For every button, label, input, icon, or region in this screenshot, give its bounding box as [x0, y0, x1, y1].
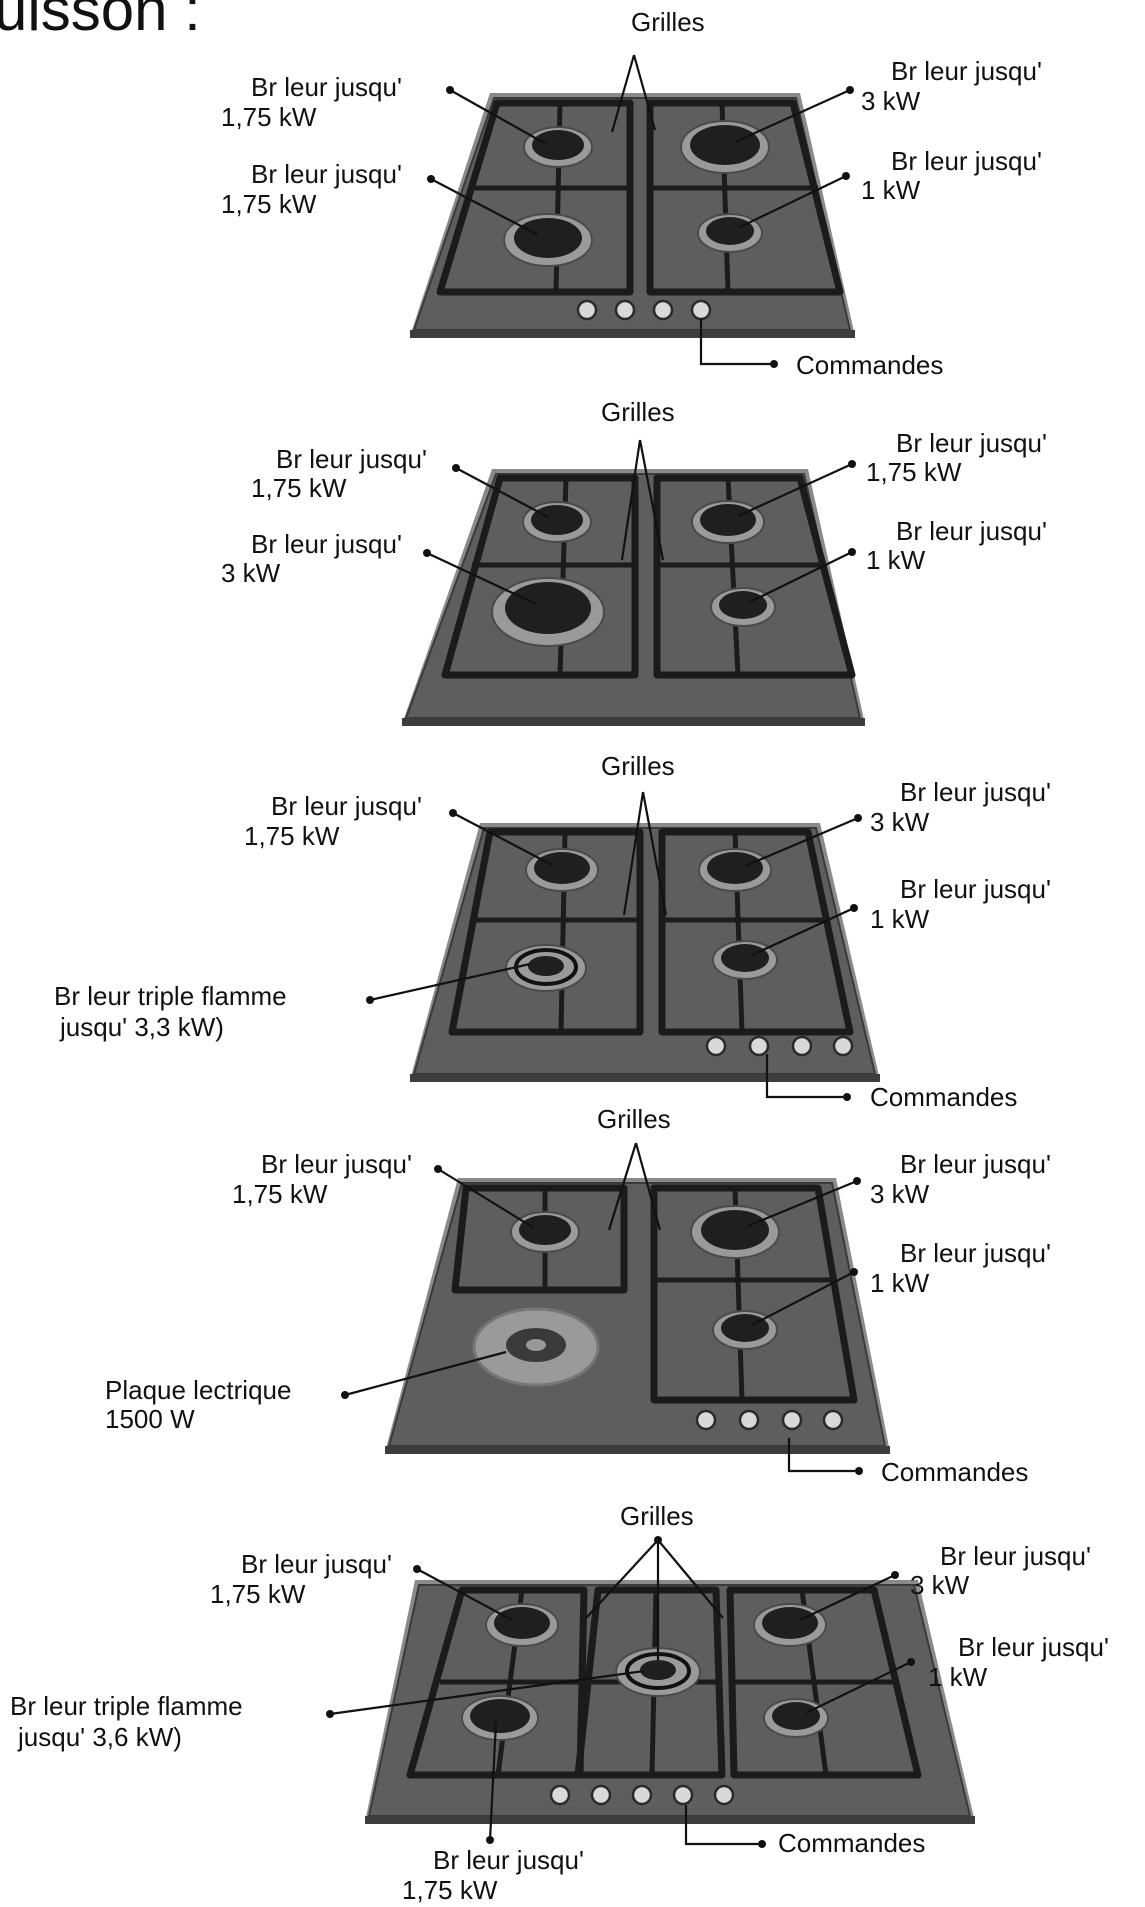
d2-bl-line1: Br leur jusqu': [251, 529, 402, 559]
cooktop-1: [410, 93, 855, 338]
d5-ml-line1: Br leur triple flamme: [10, 1691, 243, 1721]
d2-tr-line1: Br leur jusqu': [896, 428, 1047, 458]
cooktop-1-knobs: [576, 299, 712, 321]
d4-tl-line1: Br leur jusqu': [261, 1149, 412, 1179]
d2-br-line2: 1 kW: [866, 545, 926, 575]
d5-tr-line1: Br leur jusqu': [940, 1541, 1091, 1571]
cooktop-4-grate-left: [451, 1184, 628, 1294]
d3-bl-line2: jusqu' 3,3 kW): [59, 1012, 224, 1042]
cooktop-5-grate-middle: [574, 1586, 726, 1779]
d5-grilles-label: Grilles: [620, 1501, 694, 1531]
d3-commandes-label: Commandes: [870, 1082, 1017, 1112]
burner-3-triple-flame: [505, 944, 587, 992]
d2-tr-line2: 1,75 kW: [866, 457, 962, 487]
d3-bl-line1: Br leur triple flamme: [54, 981, 287, 1011]
d1-br-line1: Br leur jusqu': [891, 146, 1042, 176]
d5-bc-line2: 1,75 kW: [402, 1875, 498, 1905]
d2-tl-line2: 1,75 kW: [251, 473, 347, 503]
d1-br-line2: 1 kW: [861, 175, 921, 205]
d3-grilles-label: Grilles: [601, 751, 675, 781]
d1-tl-line2: 1,75 kW: [221, 102, 317, 132]
d5-br-line1: Br leur jusqu': [958, 1632, 1109, 1662]
d4-tl-line2: 1,75 kW: [232, 1179, 328, 1209]
d4-tr-line1: Br leur jusqu': [900, 1149, 1051, 1179]
d4-br-line1: Br leur jusqu': [900, 1238, 1051, 1268]
cooktop-5-grate-right: [726, 1586, 922, 1779]
d5-ml-line2: jusqu' 3,6 kW): [17, 1722, 182, 1752]
d5-tl-line1: Br leur jusqu': [241, 1549, 392, 1579]
d4-commandes-label: Commandes: [881, 1457, 1028, 1487]
d1-grilles-label: Grilles: [631, 7, 705, 37]
cooktop-2: [402, 469, 865, 726]
d5-commandes-label: Commandes: [778, 1828, 925, 1858]
cooktop-5-knobs: [549, 1784, 735, 1806]
cooktop-2-grate-left: [441, 474, 639, 679]
cooktop-1-grate-left: [436, 99, 634, 296]
cooktop-1-front: [410, 330, 855, 338]
d3-br-line1: Br leur jusqu': [900, 874, 1051, 904]
d2-bl-line2: 3 kW: [221, 558, 281, 588]
d3-tr-line1: Br leur jusqu': [900, 777, 1051, 807]
d5-br-line2: 1 kW: [928, 1662, 988, 1692]
d5-tr-line2: 3 kW: [910, 1570, 970, 1600]
cooktop-3-knobs: [705, 1035, 854, 1057]
d2-tl-line1: Br leur jusqu': [276, 444, 427, 474]
heading-fragment: uisson :: [0, 0, 201, 43]
d3-br-line2: 1 kW: [870, 904, 930, 934]
d1-tr-line1: Br leur jusqu': [891, 56, 1042, 86]
cooktop-3-grate-right: [658, 828, 854, 1036]
d5-bc-line1: Br leur jusqu': [433, 1845, 584, 1875]
cooktop-3-grate-left: [448, 828, 644, 1036]
cooktop-4-grate-right: [650, 1184, 858, 1404]
electric-plate: [472, 1307, 600, 1387]
d3-tr-line2: 3 kW: [870, 807, 930, 837]
d1-tr-line2: 3 kW: [861, 86, 921, 116]
cooktop-1-grate-right: [646, 99, 844, 296]
cooktop-4: [385, 1178, 890, 1454]
d4-plate-line2: 1500 W: [105, 1404, 195, 1434]
d3-tl-line2: 1,75 kW: [244, 821, 340, 851]
d5-tl-line2: 1,75 kW: [210, 1579, 306, 1609]
d3-tl-line1: Br leur jusqu': [271, 791, 422, 821]
d4-tr-line2: 3 kW: [870, 1179, 930, 1209]
cooktop-4-knobs: [695, 1409, 844, 1431]
d1-bl-line1: Br leur jusqu': [251, 159, 402, 189]
d1-bl-line2: 1,75 kW: [221, 189, 317, 219]
d1-tl-line1: Br leur jusqu': [251, 72, 402, 102]
d4-br-line2: 1 kW: [870, 1268, 930, 1298]
d2-grilles-label: Grilles: [601, 397, 675, 427]
d2-br-line1: Br leur jusqu': [896, 516, 1047, 546]
cooktop-2-grate-right: [653, 474, 856, 679]
cooktop-3: [410, 823, 880, 1082]
d4-plate-line1: Plaque lectrique: [105, 1375, 291, 1405]
d1-commandes-label: Commandes: [796, 350, 943, 380]
d4-grilles-label: Grilles: [597, 1104, 671, 1134]
cooktop-5: [365, 1580, 975, 1824]
